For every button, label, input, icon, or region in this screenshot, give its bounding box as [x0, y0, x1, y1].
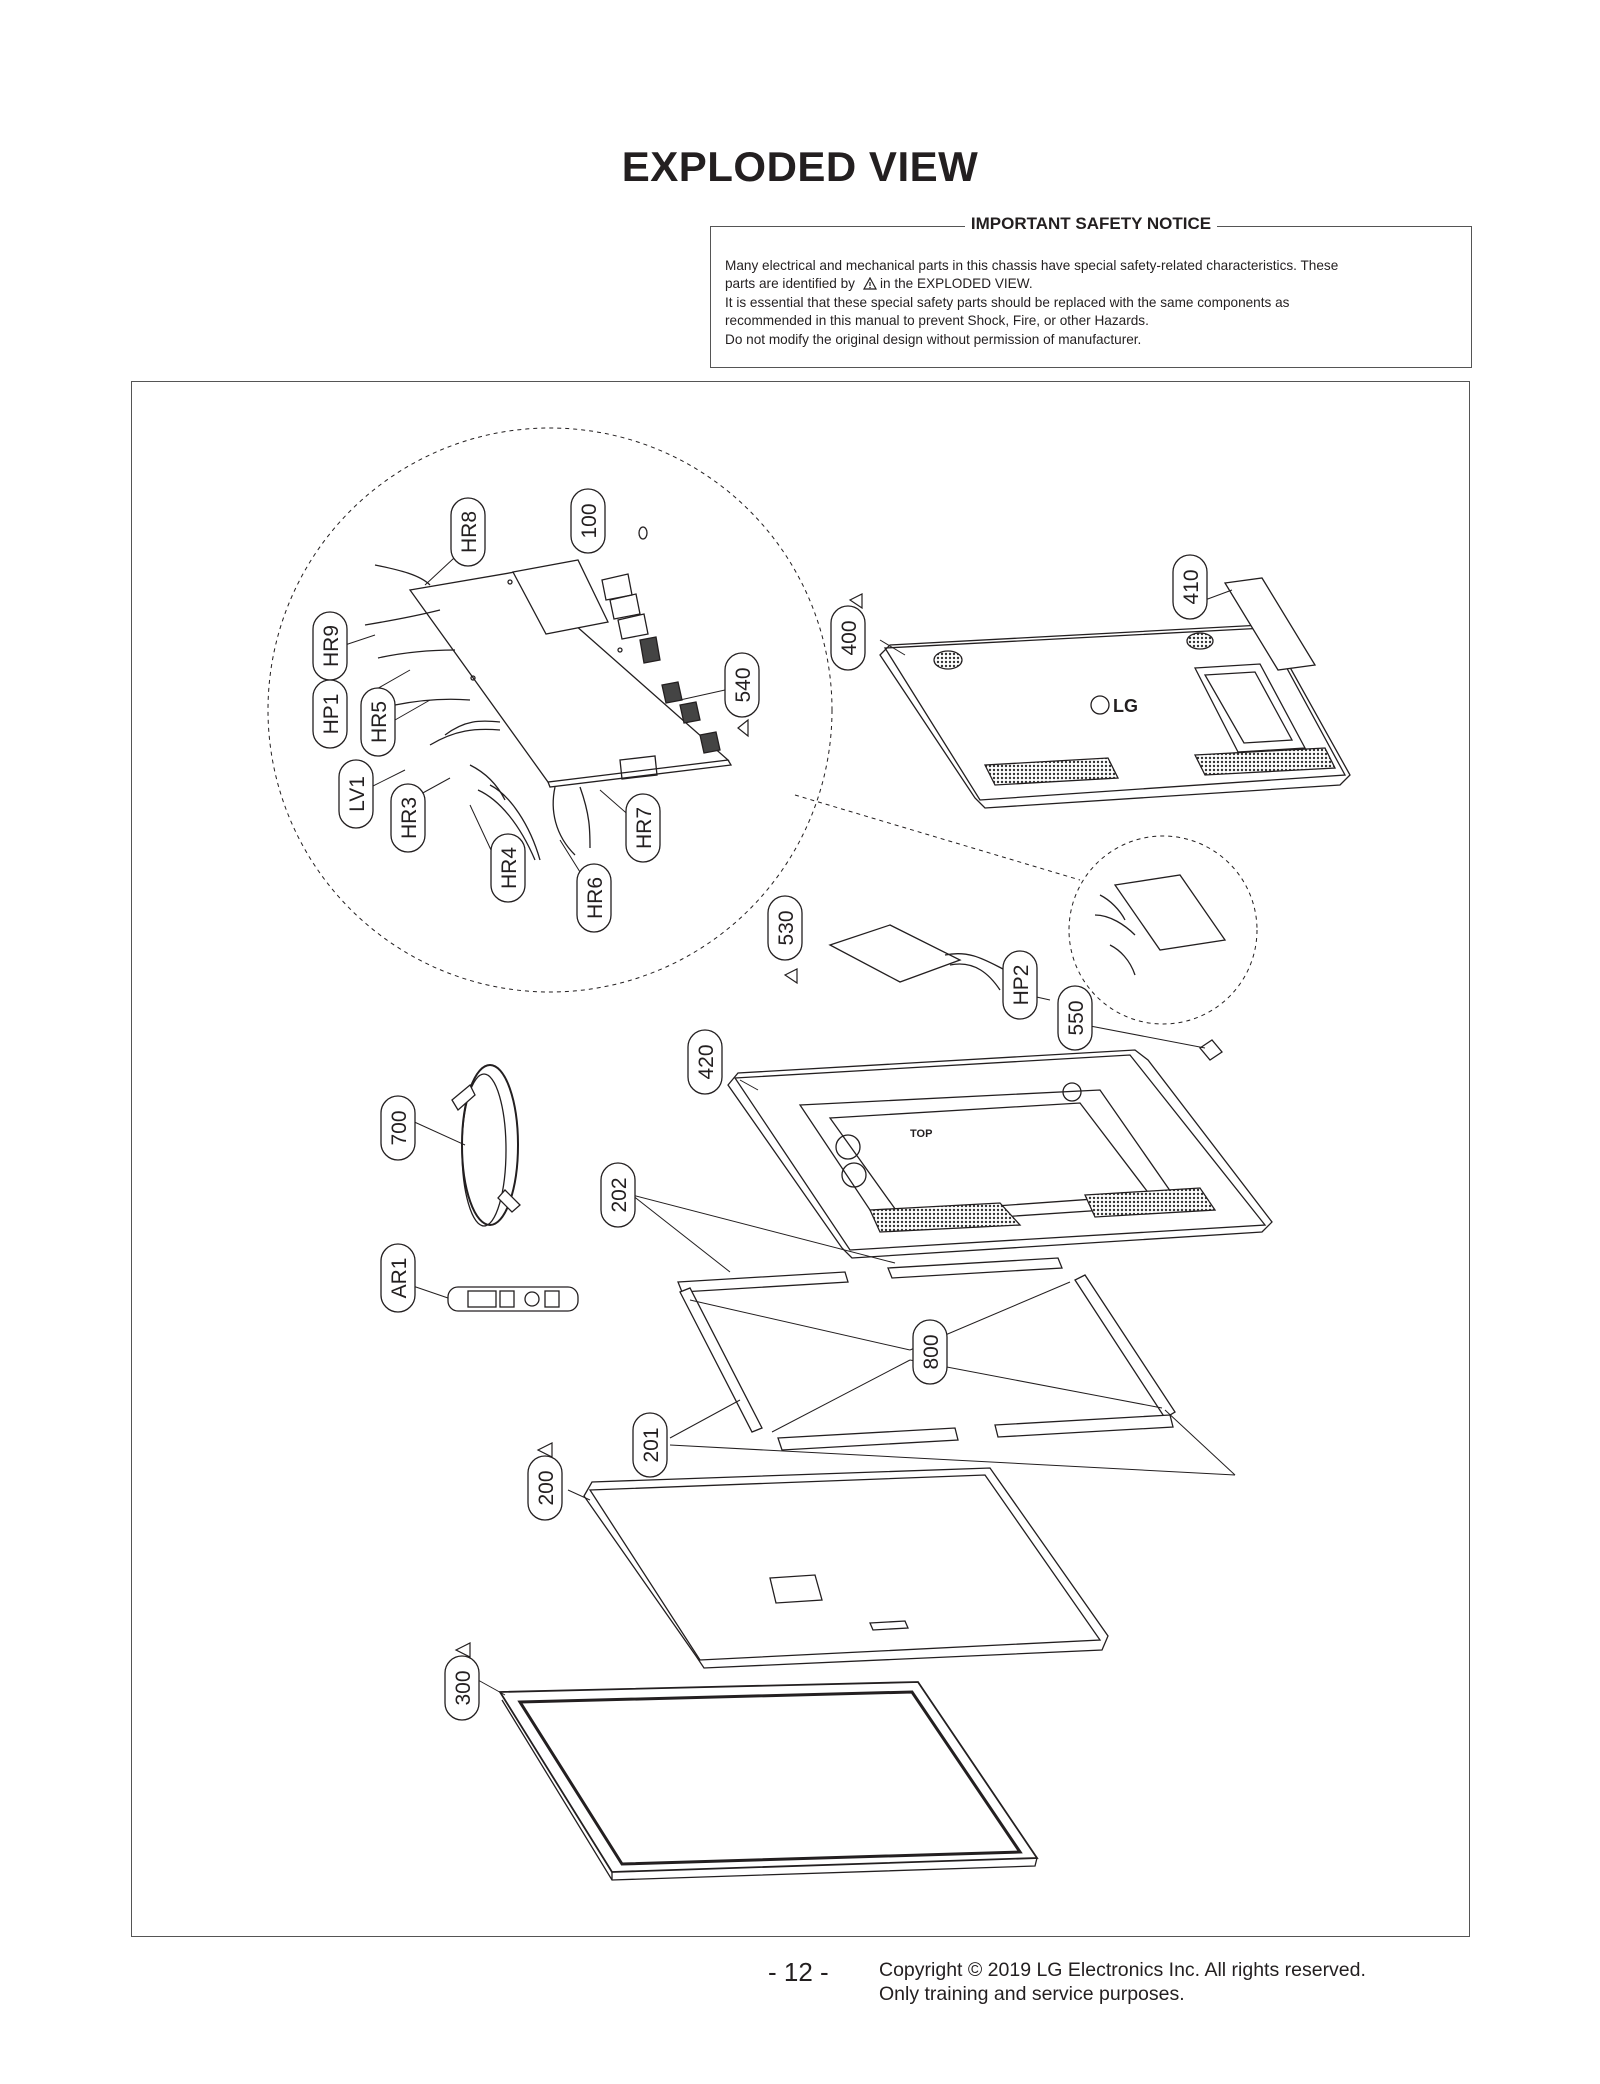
svg-text:HR6: HR6 — [584, 877, 607, 919]
rear-frame: TOP — [727, 1049, 1273, 1259]
copyright: Copyright © 2019 LG Electronics Inc. All… — [879, 1958, 1366, 2006]
svg-text:201: 201 — [640, 1427, 663, 1462]
svg-text:HP2: HP2 — [1010, 965, 1033, 1006]
remote-control — [447, 1286, 579, 1312]
callout-300: 300 — [444, 1655, 480, 1721]
main-board — [408, 559, 733, 788]
callout-hp2: HP2 — [1002, 950, 1038, 1020]
diagram-frame — [131, 381, 1470, 1937]
callout-lv1: LV1 — [338, 759, 374, 829]
top-mark: TOP — [910, 1128, 932, 1140]
copyright-line-2: Only training and service purposes. — [879, 1983, 1185, 2005]
callout-hr6: HR6 — [576, 863, 612, 933]
callout-400: 400 — [830, 605, 866, 671]
svg-text:420: 420 — [695, 1044, 718, 1079]
svg-text:530: 530 — [775, 910, 798, 945]
svg-text:HR7: HR7 — [633, 807, 656, 849]
svg-text:HR3: HR3 — [398, 797, 421, 839]
safety-notice-heading: IMPORTANT SAFETY NOTICE — [964, 214, 1218, 233]
warning-icon-540 — [737, 718, 749, 738]
callout-540: 540 — [724, 652, 760, 718]
callout-hr7: HR7 — [625, 793, 661, 863]
svg-text:HR9: HR9 — [320, 625, 343, 667]
warning-icon-400 — [848, 593, 863, 610]
callout-hr4: HR4 — [490, 833, 526, 903]
svg-text:AR1: AR1 — [388, 1258, 411, 1299]
svg-text:800: 800 — [920, 1334, 943, 1369]
warning-icon-200 — [536, 1442, 553, 1458]
front-bezel — [498, 1681, 1039, 1881]
back-cover: LG — [879, 624, 1351, 809]
detail-circle-main — [267, 427, 833, 993]
callout-201: 201 — [632, 1412, 668, 1478]
cables — [364, 526, 648, 861]
callout-202: 202 — [600, 1162, 636, 1228]
svg-text:HP1: HP1 — [320, 694, 343, 735]
svg-text:410: 410 — [1180, 569, 1203, 604]
callout-700: 700 — [380, 1095, 416, 1161]
detail-small-board — [1094, 874, 1227, 976]
svg-text:700: 700 — [388, 1110, 411, 1145]
svg-text:540: 540 — [732, 667, 755, 702]
callout-530: 530 — [767, 895, 803, 961]
copyright-line-1: Copyright © 2019 LG Electronics Inc. All… — [879, 1959, 1366, 1981]
svg-text:202: 202 — [608, 1177, 631, 1212]
callout-ar1: AR1 — [380, 1243, 416, 1313]
notice-line-3: It is essential that these special safet… — [725, 294, 1290, 310]
notice-line-5: Do not modify the original design withou… — [725, 331, 1142, 347]
power-cord — [451, 1064, 521, 1227]
part-410-plate — [1223, 577, 1317, 671]
page-number: - 12 - — [768, 1957, 829, 1987]
callout-hr8: HR8 — [450, 497, 486, 567]
callout-200: 200 — [527, 1455, 563, 1521]
callout-410: 410 — [1172, 554, 1208, 620]
notice-line-4: recommended in this manual to prevent Sh… — [725, 313, 1149, 329]
svg-text:200: 200 — [535, 1470, 558, 1505]
svg-text:400: 400 — [838, 620, 861, 655]
callout-800: 800 — [912, 1319, 948, 1385]
svg-text:550: 550 — [1065, 1000, 1088, 1035]
callout-hr5: HR5 — [360, 687, 396, 757]
lg-logo: LG — [1113, 696, 1138, 716]
display-panel — [583, 1467, 1109, 1669]
part-550-clip — [1199, 1039, 1223, 1061]
svg-text:HR4: HR4 — [498, 847, 521, 889]
callout-hr9: HR9 — [312, 611, 348, 681]
svg-text:HR5: HR5 — [368, 701, 391, 743]
callout-hp1: HP1 — [312, 679, 348, 749]
detail-leader — [794, 794, 1081, 881]
warning-icon-530 — [783, 968, 798, 985]
notice-line-1: Many electrical and mechanical parts in … — [725, 258, 1339, 273]
part-530-board — [828, 924, 1006, 991]
callout-hr3: HR3 — [390, 783, 426, 853]
warning-icon-300 — [454, 1642, 471, 1658]
svg-text:LV1: LV1 — [346, 776, 369, 812]
callout-550: 550 — [1057, 985, 1093, 1051]
callout-100: 100 — [570, 488, 606, 554]
safety-notice-box: IMPORTANT SAFETY NOTICE Many electrical … — [710, 214, 1472, 368]
svg-text:HR8: HR8 — [458, 511, 481, 553]
safety-triangles — [454, 593, 863, 1658]
callout-420: 420 — [687, 1029, 723, 1095]
svg-text:100: 100 — [578, 503, 601, 538]
svg-text:300: 300 — [452, 1670, 475, 1705]
detail-circle-small — [1068, 835, 1258, 1025]
safety-notice-text: Many electrical and mechanical parts in … — [725, 257, 1457, 349]
safety-warning-icon — [862, 277, 877, 291]
page-title: EXPLODED VIEW — [621, 143, 979, 190]
